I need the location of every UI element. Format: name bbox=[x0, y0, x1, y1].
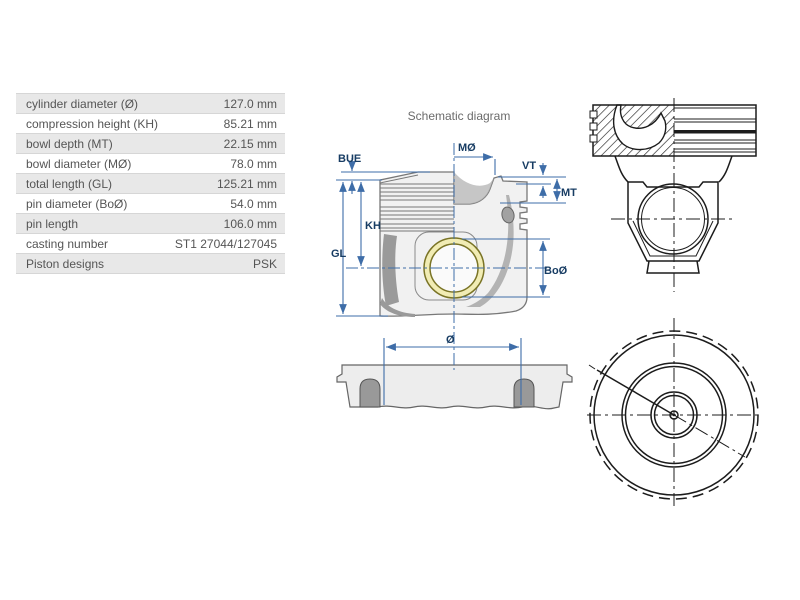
spec-table: cylinder diameter (Ø) 127.0 mm compression… bbox=[16, 93, 285, 274]
bowl-cavity bbox=[612, 104, 667, 151]
spec-value: 127.0 mm bbox=[223, 96, 277, 111]
ring-groove-notches bbox=[589, 110, 598, 143]
skirt-shading-left bbox=[382, 234, 399, 306]
spec-label: bowl diameter (MØ) bbox=[26, 156, 132, 171]
table-row: bowl depth (MT) 22.15 mm bbox=[16, 134, 285, 154]
boo-label: BoØ bbox=[544, 265, 568, 277]
cylinder-liner-section bbox=[336, 364, 573, 410]
ring-grooves bbox=[380, 183, 454, 232]
pin-boss bbox=[611, 181, 735, 274]
dimension-mt: MT bbox=[500, 179, 577, 204]
spec-label: total length (GL) bbox=[26, 176, 113, 191]
bue-label: BUE bbox=[338, 153, 361, 165]
section-wall-shading bbox=[466, 195, 514, 307]
dimension-kh: KH bbox=[357, 182, 381, 266]
piston-schematic-drawing: BUE GL KH MØ VT MT B bbox=[331, 142, 577, 410]
spec-label: bowl depth (MT) bbox=[26, 136, 113, 151]
table-row: cylinder diameter (Ø) 127.0 mm bbox=[16, 94, 285, 114]
piston-side-section-drawing bbox=[589, 98, 757, 292]
liner-groove-right bbox=[513, 378, 535, 408]
ring-band bbox=[674, 130, 756, 134]
table-row: pin length 106.0 mm bbox=[16, 214, 285, 234]
crown-slope-line bbox=[379, 174, 419, 184]
skirt-stub bbox=[646, 260, 700, 274]
throat-taper bbox=[614, 155, 733, 183]
piston-top-view-drawing bbox=[587, 318, 761, 506]
mt-label: MT bbox=[561, 187, 577, 199]
skirt-shading-bottom bbox=[380, 298, 415, 317]
spec-label: compression height (KH) bbox=[26, 116, 159, 131]
spec-value: 125.21 mm bbox=[216, 176, 277, 191]
spec-label: pin diameter (BoØ) bbox=[26, 196, 128, 211]
spec-value: 22.15 mm bbox=[223, 136, 277, 151]
table-row: bowl diameter (MØ) 78.0 mm bbox=[16, 154, 285, 174]
spec-value: 106.0 mm bbox=[223, 216, 277, 231]
dimension-gl: GL bbox=[331, 182, 388, 317]
spec-label: pin length bbox=[26, 216, 79, 231]
table-row: total length (GL) 125.21 mm bbox=[16, 174, 285, 194]
table-row: pin diameter (BoØ) 54.0 mm bbox=[16, 194, 285, 214]
dimension-dia: Ø bbox=[383, 334, 522, 405]
spec-label: casting number bbox=[26, 236, 109, 251]
kh-label: KH bbox=[365, 220, 381, 232]
table-row: compression height (KH) 85.21 mm bbox=[16, 114, 285, 134]
dimension-boo: BoØ bbox=[462, 238, 568, 298]
spec-label: Piston designs bbox=[26, 256, 105, 271]
spec-label: cylinder diameter (Ø) bbox=[26, 96, 139, 111]
gl-label: GL bbox=[331, 248, 347, 260]
mo-label: MØ bbox=[458, 142, 476, 154]
diagonal-reference-line bbox=[588, 364, 746, 458]
dimension-bue: BUE bbox=[336, 153, 430, 194]
spec-value: 54.0 mm bbox=[230, 196, 277, 211]
ring-belt-section bbox=[589, 104, 757, 157]
schematic-title: Schematic diagram bbox=[407, 109, 511, 123]
oil-gallery-hole bbox=[501, 206, 515, 224]
spec-value: PSK bbox=[252, 256, 277, 271]
table-row: Piston designs PSK bbox=[16, 254, 285, 274]
bowl-shading bbox=[454, 172, 494, 204]
dimension-mo: MØ bbox=[454, 142, 496, 175]
dia-label: Ø bbox=[446, 334, 455, 346]
table-row: casting number ST1 27044/127045 bbox=[16, 234, 285, 254]
dimension-vt: VT bbox=[498, 160, 566, 198]
vt-label: VT bbox=[522, 160, 536, 172]
liner-groove-left bbox=[359, 378, 381, 408]
spec-value: ST1 27044/127045 bbox=[174, 236, 277, 251]
spec-value: 85.21 mm bbox=[223, 116, 277, 131]
spec-value: 78.0 mm bbox=[230, 156, 277, 171]
